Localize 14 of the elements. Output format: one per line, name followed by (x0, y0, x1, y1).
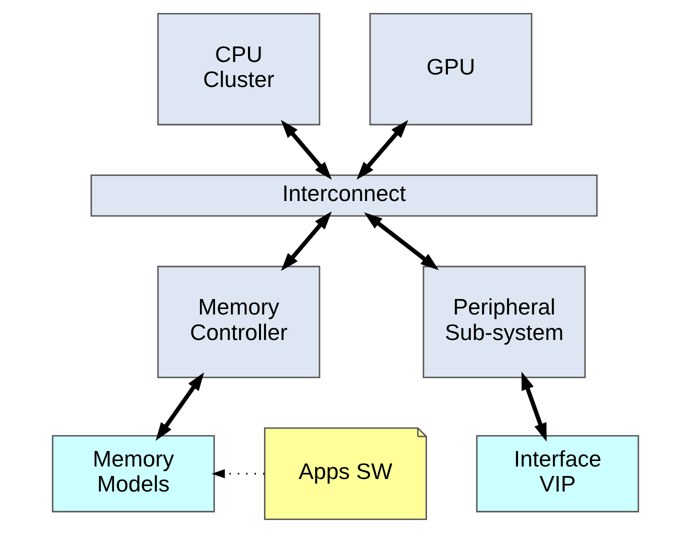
arrow (521, 372, 546, 442)
arrow (364, 212, 438, 270)
arrow (280, 120, 332, 180)
node-box: Interconnect (90, 174, 598, 217)
node-box: Interface VIP (476, 435, 639, 512)
arrow (356, 120, 408, 180)
node-box: Memory Models (51, 435, 214, 512)
node-box: CPU Cluster (156, 12, 320, 126)
arrow (155, 372, 204, 441)
arrow (280, 211, 332, 272)
arrow (211, 469, 264, 478)
node-box: GPU (368, 12, 532, 126)
node-box: Peripheral Sub-system (422, 266, 586, 378)
node-box: Memory Controller (156, 266, 320, 378)
